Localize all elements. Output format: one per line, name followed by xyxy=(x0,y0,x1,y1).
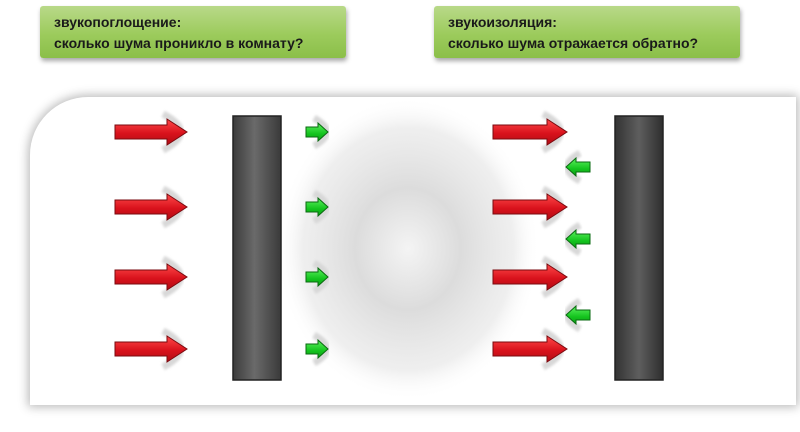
insulation-label-box: звукоизоляция: сколько шума отражается о… xyxy=(434,6,740,58)
absorption-title: звукопоглощение: xyxy=(54,14,182,30)
insulation-title: звукоизоляция: xyxy=(448,14,557,30)
transmitted-arrow xyxy=(305,114,330,150)
reflected-arrow xyxy=(564,221,591,257)
incident-arrow-left xyxy=(114,327,188,371)
room-haze xyxy=(276,97,540,401)
transmitted-arrow xyxy=(305,331,330,367)
absorbing-wall xyxy=(232,115,282,381)
incident-arrow-right xyxy=(492,110,568,154)
absorption-label-box: звукопоглощение: сколько шума проникло в… xyxy=(40,6,346,58)
insulation-question: сколько шума отражается обратно? xyxy=(448,35,699,51)
absorption-question: сколько шума проникло в комнату? xyxy=(54,35,304,51)
transmitted-arrow xyxy=(305,189,330,225)
incident-arrow-left xyxy=(114,185,188,229)
incident-arrow-left xyxy=(114,255,188,299)
transmitted-arrow xyxy=(305,259,330,295)
incident-arrow-right xyxy=(492,327,568,371)
incident-arrow-right xyxy=(492,185,568,229)
reflected-arrow xyxy=(564,149,591,185)
diagram-panel xyxy=(30,97,796,405)
reflected-arrow xyxy=(564,297,591,333)
incident-arrow-right xyxy=(492,255,568,299)
sound-diagram xyxy=(114,97,664,401)
insulating-wall xyxy=(614,115,664,381)
incident-arrow-left xyxy=(114,110,188,154)
